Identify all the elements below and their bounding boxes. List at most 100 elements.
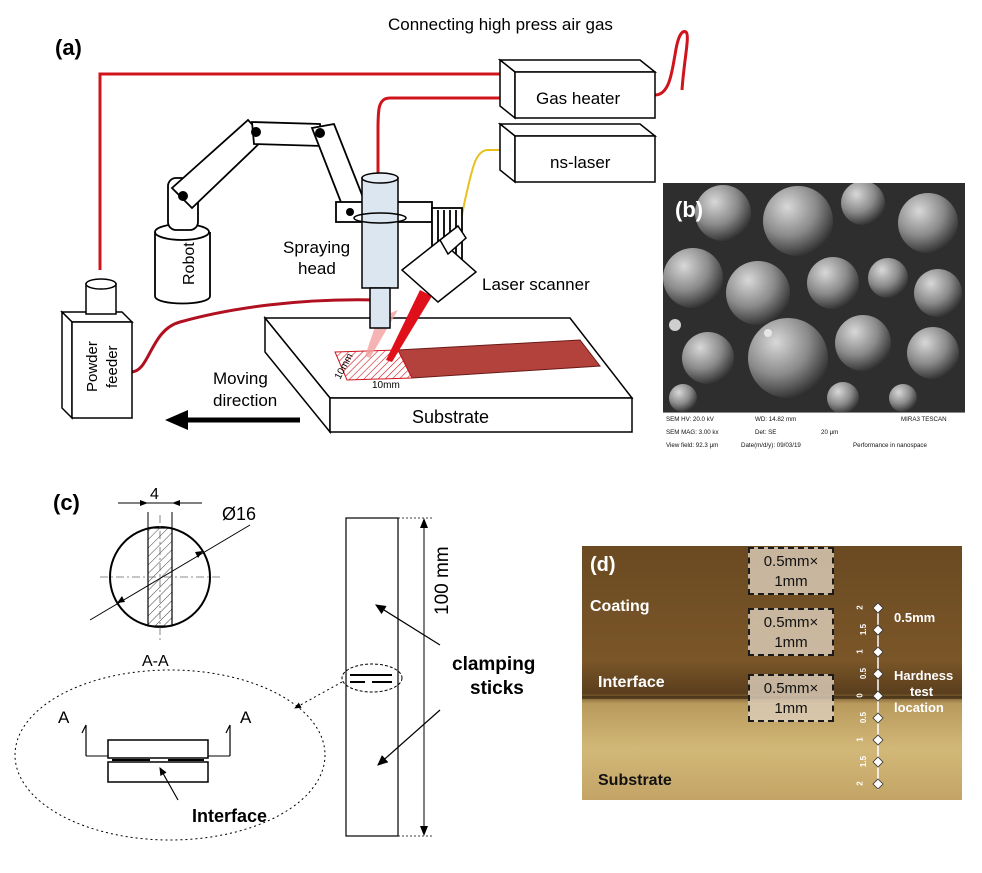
substrate-block: Substrate 10mm 10mm xyxy=(263,315,634,435)
gas-heater-label: Gas heater xyxy=(536,89,620,108)
hardness-point xyxy=(872,602,884,614)
hardness-point xyxy=(872,712,884,724)
scale-tick-label: 2 xyxy=(855,605,865,610)
scale-tick-label: 1.5 xyxy=(859,623,869,636)
panel-c-letter: (c) xyxy=(53,490,80,515)
clamp-arrow-down xyxy=(377,709,441,766)
sem-mag: SEM MAG: 3.00 kx xyxy=(666,429,719,436)
air-line xyxy=(654,30,689,97)
cross-section xyxy=(89,500,251,640)
interface-label-c: Interface xyxy=(192,806,267,826)
indent-box-1-line1: 0.5mm× xyxy=(763,553,819,570)
robot-arm xyxy=(154,118,463,305)
ns-laser-box: ns-laser xyxy=(497,122,658,184)
powder-feeder xyxy=(60,278,134,420)
hardness-point xyxy=(872,624,884,636)
sem-perf: Performance in nanospace xyxy=(853,442,927,449)
clamp-arrow-up xyxy=(374,604,441,646)
sem-view: View field: 92.3 μm xyxy=(666,442,719,449)
sem-brand: MIRA3 TESCAN xyxy=(901,416,947,423)
substrate-label-d: Substrate xyxy=(598,772,672,789)
scale-tick-label: 2 xyxy=(855,781,865,786)
panel-d-letter: (d) xyxy=(590,554,616,576)
ns-laser-label: ns-laser xyxy=(550,153,611,172)
scale-tick-label: 1 xyxy=(855,737,865,742)
gas-inlet-label: Connecting high press air gas xyxy=(388,15,613,34)
sem-particles xyxy=(663,183,965,455)
spraying-head-label-1: Spraying xyxy=(283,238,350,257)
a-right-label: A xyxy=(240,708,252,727)
powder-feeder-label-2: feeder xyxy=(104,345,121,388)
hardness-point xyxy=(872,778,884,790)
section-label: A-A xyxy=(142,653,169,670)
laser-beam xyxy=(386,290,432,362)
sem-hv: SEM HV: 20.0 kV xyxy=(666,416,714,423)
laser-scanner xyxy=(400,224,478,303)
indent-box-2: 0.5mm× 1mm xyxy=(748,608,834,656)
powder-feeder-label-1: Powder xyxy=(84,341,101,392)
gas-heater-box: Gas heater xyxy=(497,58,658,120)
clamping-label-1: clamping xyxy=(452,654,535,675)
moving-label-1: Moving xyxy=(213,369,268,388)
dim-4-label: 4 xyxy=(150,486,159,503)
hardness-point xyxy=(872,734,884,746)
scale-tick-label: 0.5 xyxy=(859,711,869,724)
spacing-label: 0.5mm xyxy=(894,610,936,625)
micrograph: (d) Coating Interface Substrate 0.5mm× 1… xyxy=(582,546,962,800)
joint-4 xyxy=(346,208,354,216)
hardness-scale xyxy=(872,602,884,790)
detail-ellipse xyxy=(14,669,326,841)
moving-label-2: direction xyxy=(213,391,277,410)
moving-arrowhead xyxy=(165,410,188,430)
a-left-label: A xyxy=(58,708,70,727)
sem-info-bar: SEM HV: 20.0 kV WD: 14.82 mm MIRA3 TESCA… xyxy=(663,412,965,455)
indent-box-1-line2: 1mm xyxy=(774,573,808,590)
hardness-point xyxy=(872,690,884,702)
spraying-head-label-2: head xyxy=(298,259,336,278)
detail-pointer xyxy=(294,681,343,709)
bar-side-view xyxy=(341,517,434,837)
sem-det: Det: SE xyxy=(755,429,777,436)
scale-tick-label: 1 xyxy=(855,649,865,654)
substrate-label: Substrate xyxy=(412,407,489,427)
indent-box-3: 0.5mm× 1mm xyxy=(748,674,834,722)
indent-box-3-line2: 1mm xyxy=(774,700,808,717)
indent-box-2-line1: 0.5mm× xyxy=(763,614,819,631)
interface-label-d: Interface xyxy=(598,674,665,691)
joint-3 xyxy=(315,128,325,138)
hardness-point xyxy=(872,756,884,768)
panel-a-letter: (a) xyxy=(55,35,82,60)
fiber-line xyxy=(459,149,500,226)
scale-tick-label: 1.5 xyxy=(859,755,869,768)
coating-label: Coating xyxy=(590,598,650,615)
hardness-label-3: location xyxy=(894,700,944,715)
heater-to-head-line xyxy=(376,96,515,178)
feeder-to-head-line xyxy=(130,298,379,374)
joint-2 xyxy=(251,127,261,137)
interface-detail xyxy=(81,724,231,801)
spraying-head xyxy=(353,172,407,329)
indent-box-2-line2: 1mm xyxy=(774,634,808,651)
scale-tick-label: 0.5 xyxy=(859,667,869,680)
panel-b-letter: (b) xyxy=(675,197,704,222)
joint-1 xyxy=(178,191,188,201)
sem-wd: WD: 14.82 mm xyxy=(755,416,797,423)
indent-box-1: 0.5mm× 1mm xyxy=(748,547,834,595)
dim-phi16-label: Ø16 xyxy=(222,504,256,524)
clamping-label-2: sticks xyxy=(470,678,524,699)
dim-100-label: 100 mm xyxy=(432,546,453,615)
indent-box-3-line1: 0.5mm× xyxy=(763,680,819,697)
laser-scanner-label: Laser scanner xyxy=(482,275,590,294)
robot-label: Robot xyxy=(181,242,198,285)
hardness-label-2: test xyxy=(910,684,934,699)
hardness-point xyxy=(872,668,884,680)
sem-scale: 20 μm xyxy=(821,429,839,436)
sem-date: Date(m/d/y): 09/03/19 xyxy=(741,442,801,449)
scale-tick-label: 0 xyxy=(855,693,865,698)
dim-10mm-b: 10mm xyxy=(372,380,400,391)
hardness-label-1: Hardness xyxy=(894,668,954,683)
sem-image: (b) SEM HV: 20.0 kV WD: 14.82 mm MIRA3 T… xyxy=(663,183,965,455)
powder-line xyxy=(98,72,502,270)
hardness-point xyxy=(872,646,884,658)
